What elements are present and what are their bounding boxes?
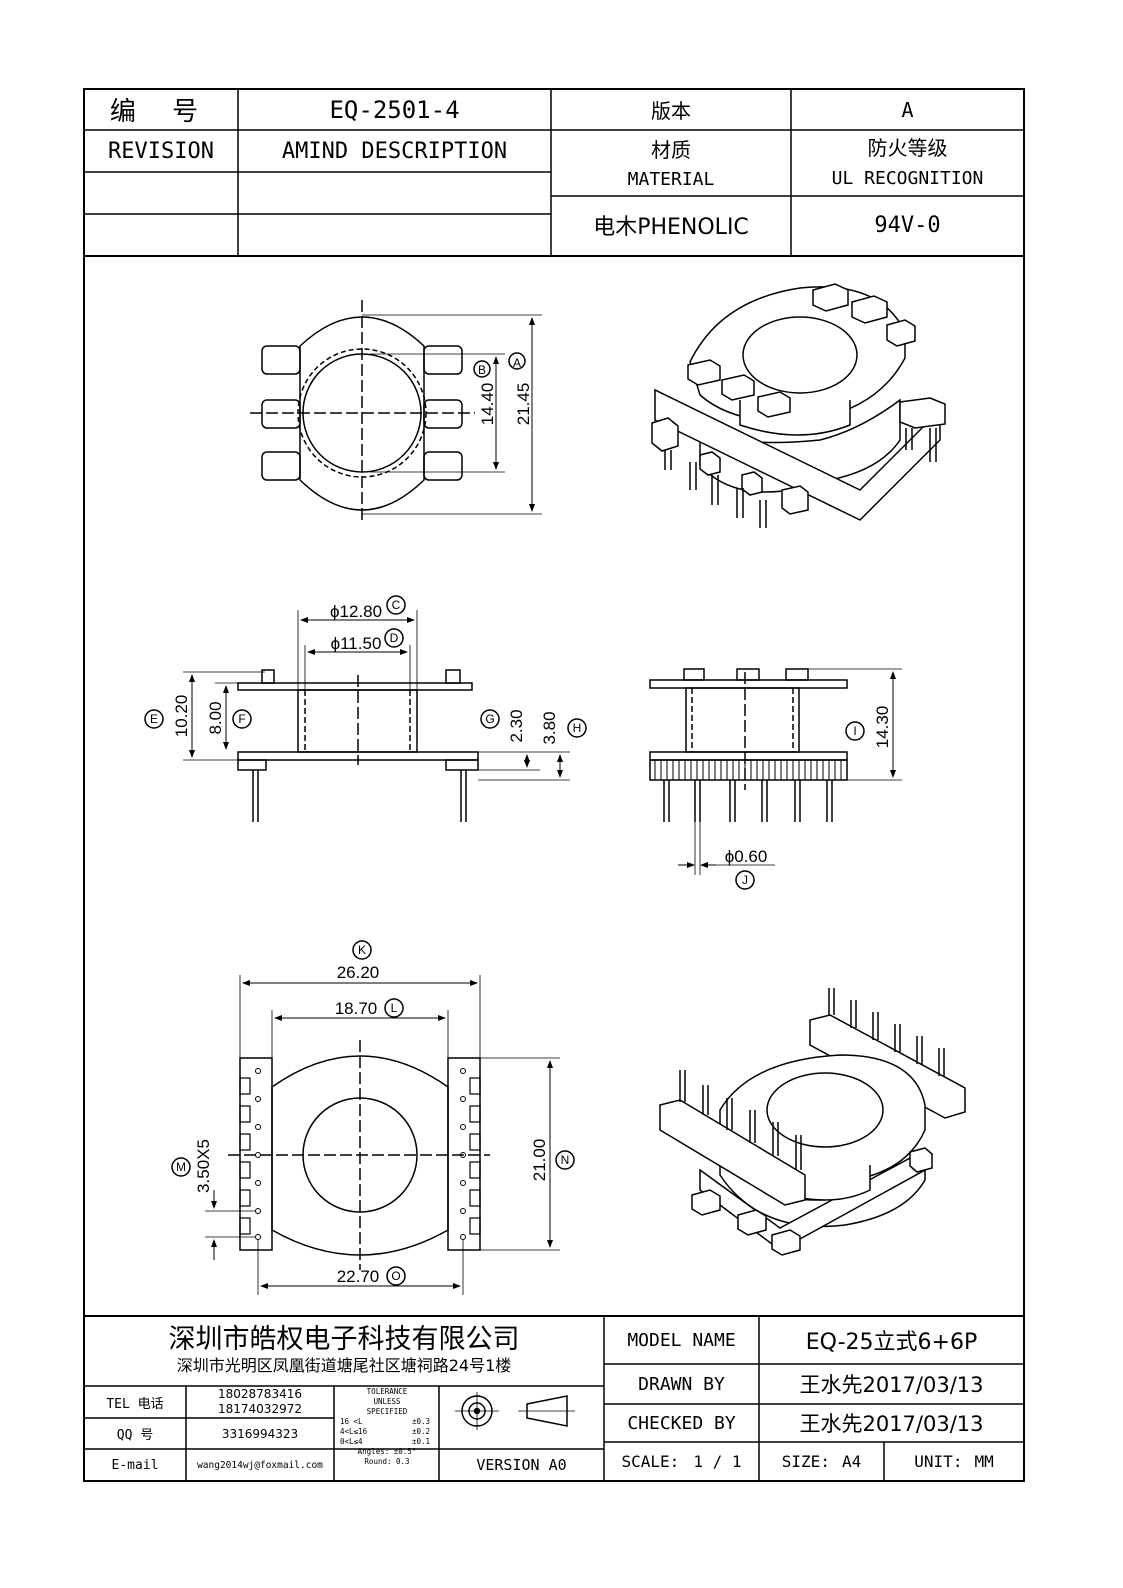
side-view: [649, 668, 902, 890]
model-name-value: EQ-25立式6+6P: [805, 1330, 978, 1355]
material-value: 电木PHENOLIC: [593, 215, 749, 240]
unit-label: UNIT:: [914, 1452, 963, 1471]
dim-j-value: ϕ0.60: [725, 847, 768, 866]
balloon-e: E: [150, 712, 158, 726]
dim-a-value: 21.45: [514, 383, 533, 426]
dim-i-value: 14.30: [873, 706, 892, 749]
drawing-number-value: EQ-2501-4: [329, 95, 460, 124]
tel-number-1: 18028783416: [218, 1387, 302, 1401]
tolerance-range-2: 4<L≤16: [340, 1427, 368, 1436]
email-value: wang2014wj@foxmail.com: [197, 1459, 323, 1471]
dim-n-value: 21.00: [530, 1139, 549, 1182]
unit-value: MM: [974, 1452, 994, 1471]
tolerance-value-1: ±0.3: [411, 1417, 430, 1426]
titleblock-grid: [84, 1316, 1024, 1481]
tolerance-angles: Angles: ±0.5°: [357, 1447, 417, 1456]
qq-value: 3316994323: [221, 1426, 299, 1441]
tolerance-line-1: TOLERANCE: [366, 1387, 408, 1396]
dim-o-value: 22.70: [337, 1267, 380, 1286]
tolerance-value-2: ±0.2: [411, 1427, 430, 1436]
version-value: A: [901, 97, 914, 122]
balloon-i: I: [853, 724, 856, 738]
scale-label: SCALE:: [621, 1452, 680, 1471]
amind-description-label: AMIND DESCRIPTION: [281, 138, 508, 164]
size-field: SIZE: A4: [759, 1442, 884, 1481]
company-name: 深圳市皓权电子科技有限公司: [168, 1323, 520, 1355]
tolerance-value-3: ±0.1: [411, 1437, 430, 1446]
dimension-labels: A B 21.45 14.40 ϕ12.80 C ϕ11.50 D E 10.2…: [150, 356, 892, 1286]
balloon-f: F: [238, 712, 245, 726]
dim-c-value: ϕ12.80: [330, 602, 382, 621]
email-label: E-mail: [111, 1457, 159, 1473]
front-view: [144, 595, 587, 822]
unit-field: UNIT: MM: [884, 1442, 1024, 1481]
drawn-by-value: 王水先2017/03/13: [799, 1373, 984, 1397]
scale-value: 1 / 1: [693, 1452, 742, 1471]
version-a0: VERSION A0: [476, 1456, 567, 1474]
ul-label-en: UL RECOGNITION: [831, 167, 984, 189]
tel-number-2: 18174032972: [218, 1402, 302, 1416]
qq-label: QQ 号: [116, 1428, 154, 1443]
checked-by-value: 王水先2017/03/13: [799, 1412, 984, 1436]
tolerance-range-3: 0<L≤4: [340, 1437, 363, 1446]
drawn-by-label: DRAWN BY: [638, 1373, 725, 1395]
dim-d-value: ϕ11.50: [331, 634, 382, 653]
iso-view-2: [659, 988, 966, 1256]
dim-g-value: 2.30: [507, 709, 526, 742]
version-label: 版本: [651, 99, 691, 123]
projection-symbol: [455, 1392, 575, 1430]
balloon-m: M: [176, 1160, 186, 1174]
sheet-frame: [83, 88, 1025, 1482]
balloon-j: J: [742, 873, 748, 887]
dim-b-value: 14.40: [478, 383, 497, 426]
size-label: SIZE:: [781, 1452, 830, 1471]
model-name-label: MODEL NAME: [627, 1329, 736, 1351]
tolerance-range-1: 16 <L: [340, 1417, 363, 1426]
scale-field: SCALE: 1 / 1: [604, 1442, 759, 1481]
dim-m-value: 3.50X5: [194, 1139, 213, 1193]
checked-by-label: CHECKED BY: [627, 1412, 736, 1434]
tolerance-round: Round: 0.3: [364, 1457, 410, 1466]
dim-l-value: 18.70: [335, 999, 378, 1018]
header-grid: [84, 89, 1024, 256]
balloon-b: B: [478, 363, 486, 377]
dim-k-value: 26.20: [337, 963, 380, 982]
ul-value: 94V-0: [874, 212, 941, 238]
tolerance-line-2: UNLESS: [373, 1397, 401, 1406]
balloon-g: G: [485, 712, 494, 726]
tolerance-block: TOLERANCE UNLESS SPECIFIED 16 <L ±0.3 4<…: [336, 1387, 438, 1480]
ul-label-cn: 防火等级: [867, 135, 948, 160]
tolerance-line-3: SPECIFIED: [366, 1407, 408, 1416]
balloon-k: K: [358, 943, 366, 957]
balloon-a: A: [513, 356, 521, 370]
company-address: 深圳市光明区凤凰街道塘尾社区塘祠路24号1楼: [176, 1356, 512, 1375]
dim-e-value: 10.20: [172, 695, 191, 738]
balloon-c: C: [392, 598, 401, 612]
balloon-d: D: [390, 631, 399, 645]
balloon-l: L: [391, 1001, 398, 1015]
dim-h-value: 3.80: [540, 711, 559, 744]
dim-f-value: 8.00: [206, 701, 225, 734]
tel-label: TEL 电话: [106, 1396, 164, 1412]
material-label-cn: 材质: [651, 137, 691, 162]
bottom-view: [171, 940, 575, 1295]
drawing-number-label: 编 号: [109, 97, 213, 127]
revision-label: REVISION: [108, 138, 214, 164]
balloon-h: H: [573, 721, 582, 735]
size-value: A4: [841, 1452, 862, 1471]
material-label-en: MATERIAL: [627, 168, 715, 190]
balloon-n: N: [561, 1153, 570, 1167]
iso-view-1: [651, 283, 946, 528]
top-view: [250, 300, 542, 520]
balloon-o: O: [391, 1269, 400, 1283]
